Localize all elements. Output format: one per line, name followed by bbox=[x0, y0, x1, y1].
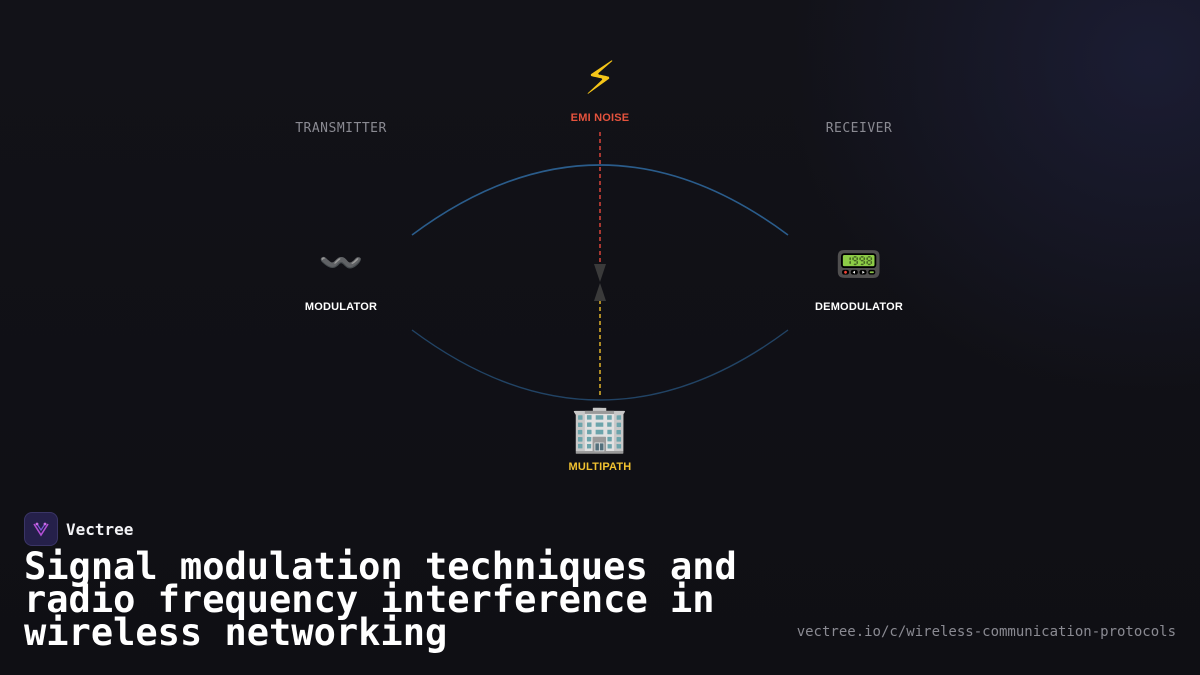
brand-name: Vectree bbox=[66, 519, 134, 539]
brand: Vectree bbox=[24, 512, 133, 546]
lightning-icon: ⚡ bbox=[583, 51, 617, 105]
office-building-icon: 🏢 bbox=[571, 401, 629, 455]
multipath-label: MULTIPATH bbox=[568, 461, 632, 473]
vectree-logo-mark bbox=[33, 522, 49, 537]
multipath-arrowhead bbox=[594, 283, 606, 301]
transmitter-caption: TRANSMITTER bbox=[295, 121, 387, 136]
page-title: Signal modulation techniques and radio f… bbox=[24, 545, 737, 654]
modulator-label: MODULATOR bbox=[304, 301, 378, 313]
emi-noise-label: EMI NOISE bbox=[570, 112, 630, 124]
page-url: vectree.io/c/wireless-communication-prot… bbox=[796, 624, 1176, 640]
lower-signal-path bbox=[411, 329, 789, 401]
wave-icon: 〰️ bbox=[318, 243, 364, 284]
emi-arrowhead bbox=[594, 264, 606, 282]
demodulator-label: DEMODULATOR bbox=[815, 301, 903, 313]
vectree-logo-icon bbox=[24, 512, 58, 546]
upper-signal-path bbox=[411, 164, 789, 236]
pager-icon: 📟 bbox=[835, 242, 883, 286]
receiver-caption: RECEIVER bbox=[825, 121, 893, 136]
